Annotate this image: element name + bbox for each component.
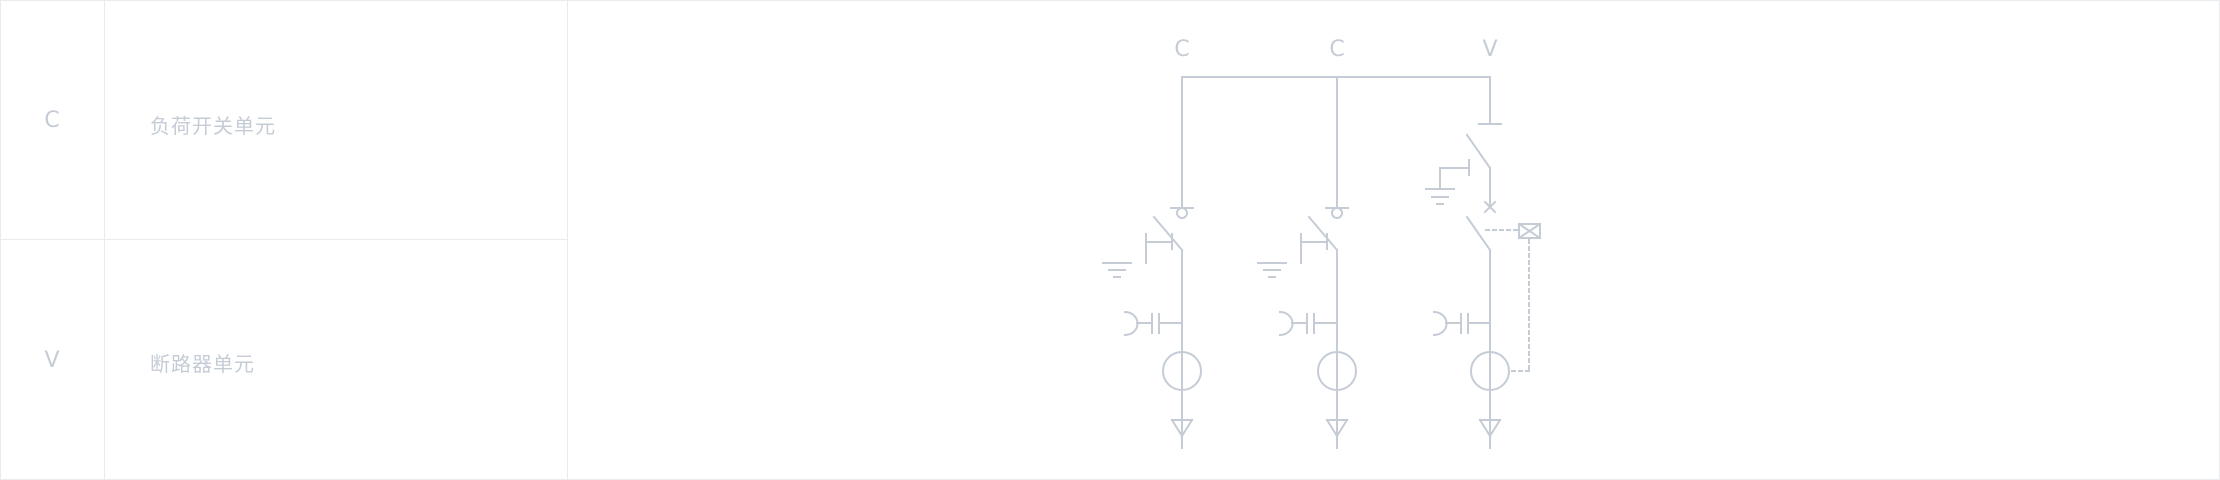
cable-termination-icon (1325, 418, 1349, 438)
cable-termination-icon (1170, 418, 1194, 438)
disconnector-blade (1465, 133, 1492, 170)
disconnect-contact-icon (1176, 207, 1188, 219)
column-label-3: V (1482, 37, 1497, 62)
cable-termination-icon (1478, 418, 1502, 438)
feeder-circuit-breaker (1425, 133, 1542, 449)
protection-relay-icon (1517, 222, 1542, 240)
disconnect-contact-icon (1331, 207, 1343, 219)
feeder-load-switch-2 (1257, 207, 1357, 449)
column-label-2: C (1329, 37, 1344, 62)
earthing-switch-icon (1257, 233, 1328, 278)
capacitive-indicator-icon (1432, 310, 1491, 337)
legend-desc-load-switch: 负荷开关单元 (150, 114, 276, 138)
legend-desc-circuit-breaker: 断路器单元 (150, 352, 255, 376)
capacitive-indicator-icon (1278, 310, 1338, 337)
breaker-contact-x-icon (1483, 200, 1497, 214)
earthing-switch-icon (1425, 159, 1470, 205)
legend-column-divider (104, 0, 105, 480)
load-switch-blade (1152, 215, 1184, 252)
legend-table-divider (567, 0, 568, 480)
legend-code-c: C (44, 108, 60, 133)
busbar (1181, 76, 1502, 208)
load-switch-blade (1307, 215, 1339, 252)
relay-control-link (1485, 229, 1530, 372)
legend-code-v: V (44, 348, 60, 373)
capacitive-indicator-icon (1123, 310, 1183, 337)
feeder-load-switch-1 (1102, 207, 1202, 449)
legend-row-divider (0, 239, 567, 240)
column-label-1: C (1174, 37, 1189, 62)
circuit-breaker-blade (1465, 215, 1492, 252)
earthing-switch-icon (1102, 233, 1173, 278)
